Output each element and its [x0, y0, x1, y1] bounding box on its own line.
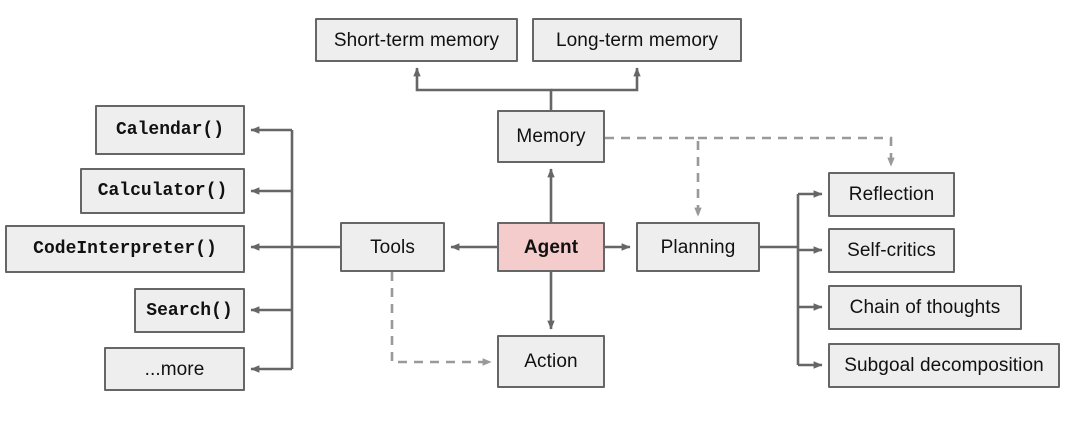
- node-code-interpreter[interactable]: CodeInterpreter(): [5, 225, 245, 273]
- node-label: Calendar(): [115, 120, 225, 140]
- node-label: Chain of thoughts: [849, 297, 1001, 318]
- node-label: Self-critics: [847, 240, 936, 261]
- node-agent[interactable]: Agent: [497, 222, 605, 272]
- node-search[interactable]: Search(): [134, 288, 245, 333]
- node-label: Agent: [523, 236, 579, 258]
- node-label: Action: [524, 351, 578, 372]
- node-label: Search(): [146, 300, 233, 321]
- node-long-term-memory[interactable]: Long-term memory: [532, 18, 742, 62]
- node-reflection[interactable]: Reflection: [828, 172, 955, 217]
- node-label: Short-term memory: [333, 29, 500, 51]
- node-calendar[interactable]: Calendar(): [95, 105, 245, 155]
- edge-memory-to-long-term-memory: [551, 67, 641, 92]
- node-label: Memory: [516, 126, 586, 147]
- node-label: Planning: [660, 236, 736, 258]
- node-label: CodeInterpreter(): [33, 239, 217, 259]
- node-planning[interactable]: Planning: [636, 222, 760, 272]
- node-calculator[interactable]: Calculator(): [80, 168, 245, 214]
- node-label: Reflection: [848, 184, 935, 205]
- edge-memory-to-short-term-memory: [413, 67, 553, 110]
- edge-memory-to-planning-dashed: [605, 136, 702, 217]
- node-action[interactable]: Action: [497, 335, 605, 388]
- node-subgoal-decomposition[interactable]: Subgoal decomposition: [828, 343, 1060, 388]
- node-more[interactable]: ...more: [104, 347, 245, 391]
- node-label: Long-term memory: [555, 29, 719, 51]
- node-short-term-memory[interactable]: Short-term memory: [315, 18, 518, 62]
- node-label: Subgoal decomposition: [844, 355, 1044, 376]
- node-label: ...more: [144, 358, 205, 380]
- node-chain-of-thoughts[interactable]: Chain of thoughts: [828, 285, 1022, 330]
- node-tools[interactable]: Tools: [340, 222, 445, 272]
- node-self-critics[interactable]: Self-critics: [828, 228, 955, 273]
- node-memory[interactable]: Memory: [497, 110, 605, 163]
- node-label: Tools: [370, 236, 415, 258]
- node-label: Calculator(): [97, 181, 228, 201]
- edge-memory-to-reflection-dashed: [698, 136, 895, 167]
- edge-tools-to-action-dashed: [390, 272, 492, 366]
